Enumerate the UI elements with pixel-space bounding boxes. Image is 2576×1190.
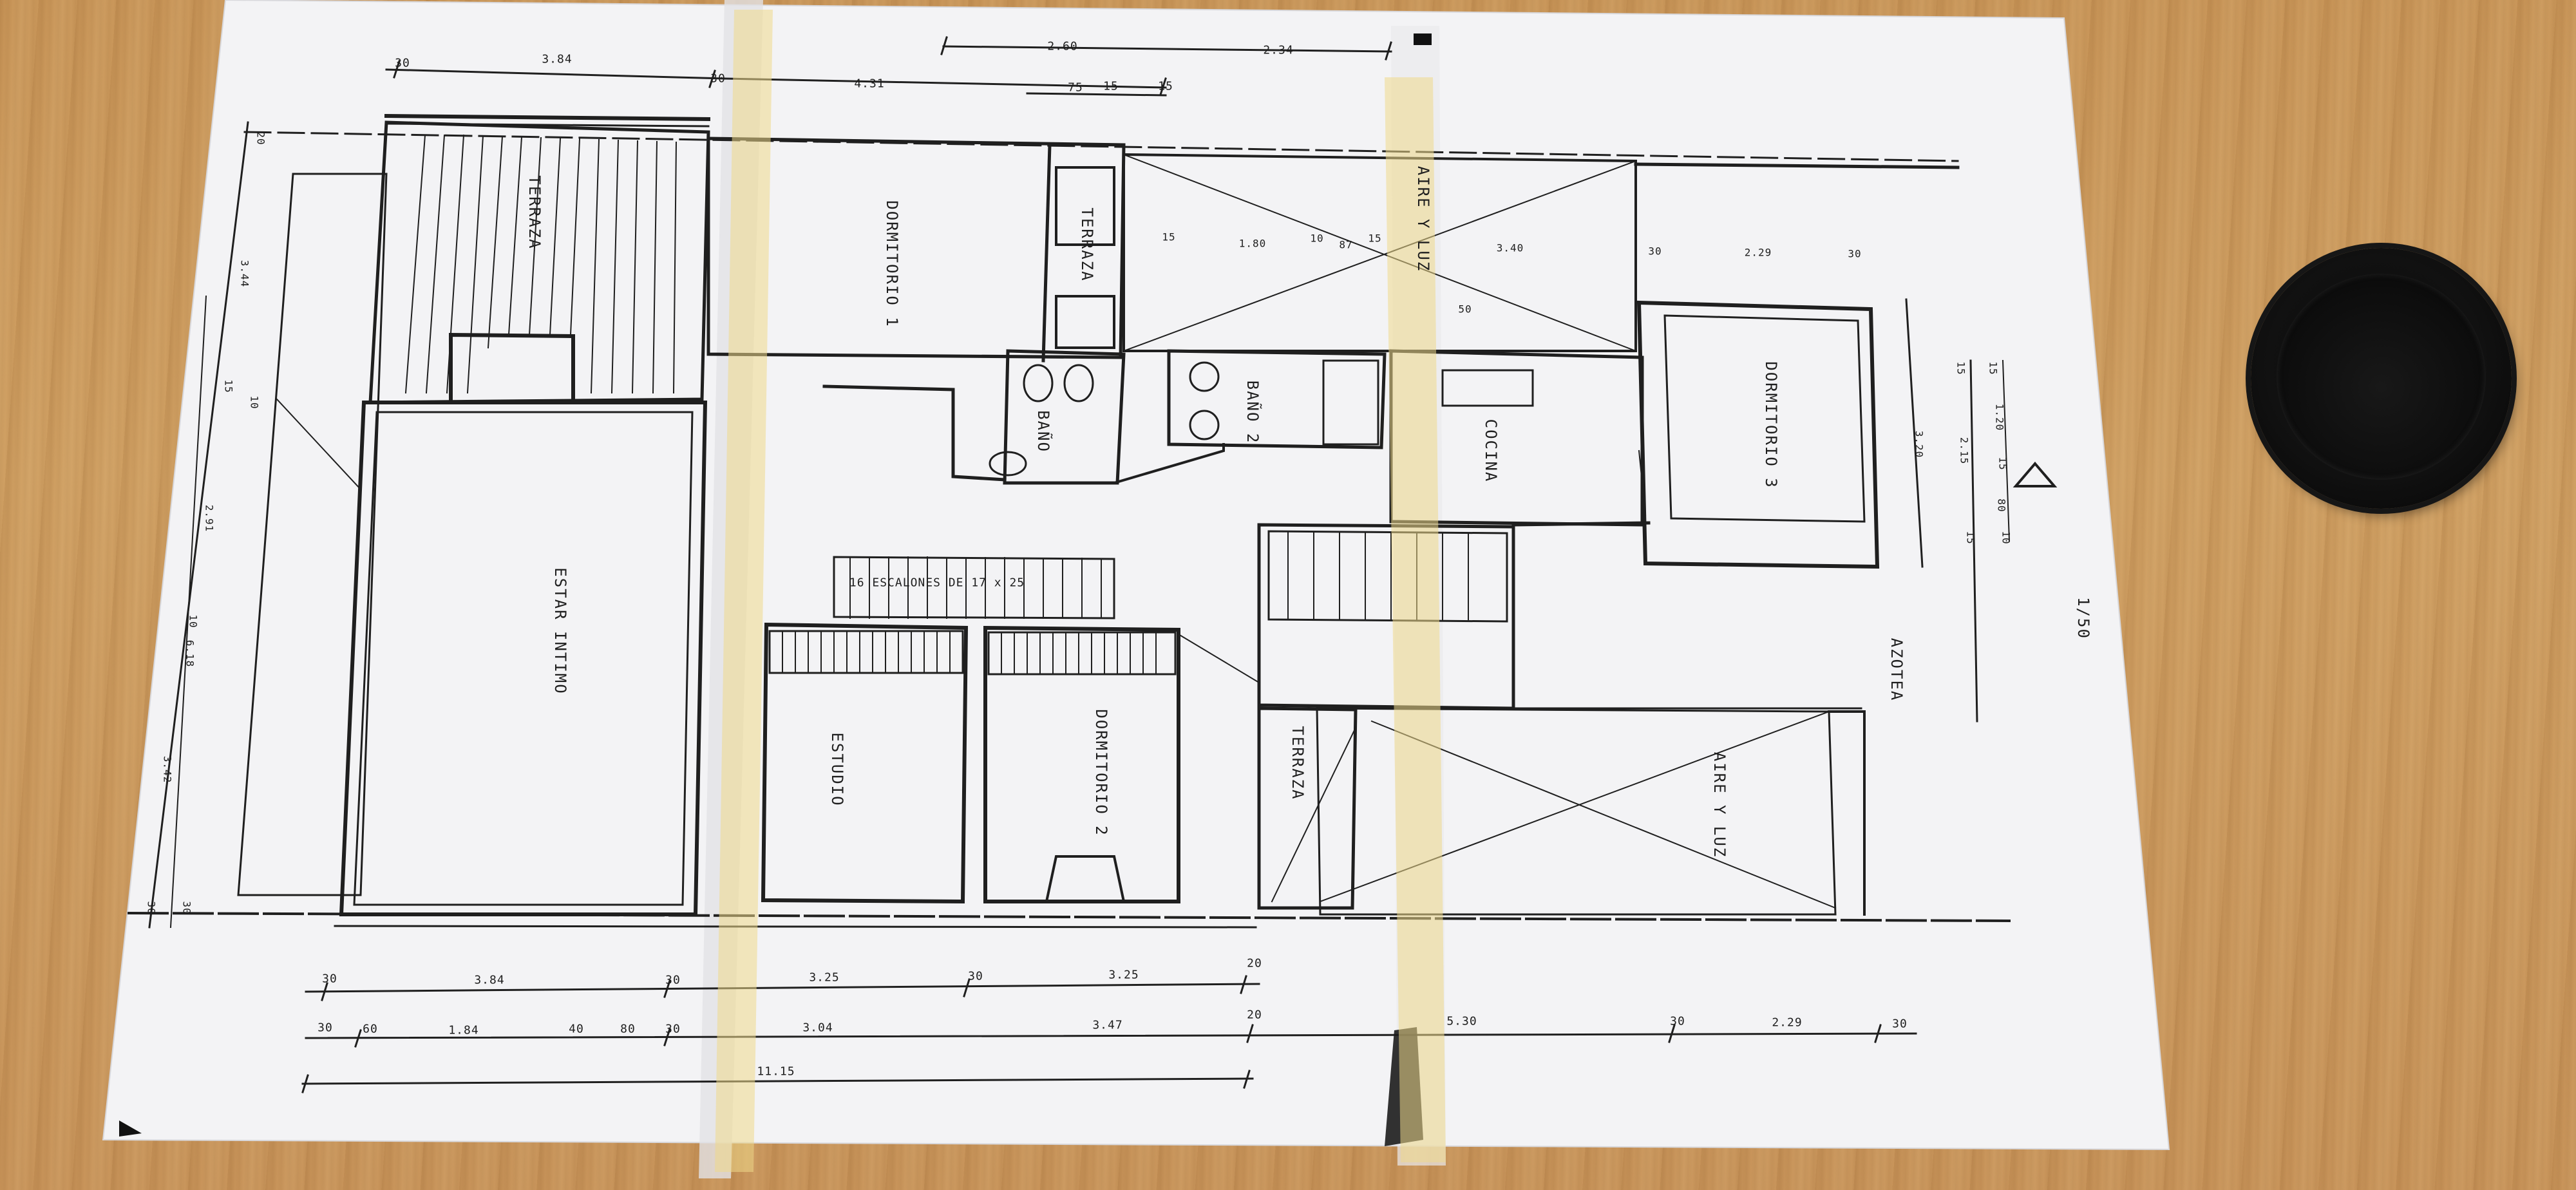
- dim-top-7: 75: [1068, 80, 1083, 95]
- dim-top-1: 30: [395, 56, 410, 70]
- dim-top-6: 2.34: [1263, 43, 1294, 57]
- dim-inner-7: 3.40: [1496, 241, 1524, 254]
- dim-top-3: 30: [710, 71, 726, 86]
- paper: [102, 0, 2170, 1151]
- dim-left-8: 3.42: [161, 755, 174, 784]
- dim-left-7: 6.18: [184, 639, 196, 668]
- room-label-azotea: AZOTEA: [1888, 638, 1906, 702]
- dim-inner-10: 30: [1848, 247, 1862, 260]
- dim-left-3: 15: [222, 379, 235, 393]
- dim-right-4: 1.20: [1993, 403, 2006, 431]
- room-label-terraza-top: TERRAZA: [526, 175, 544, 250]
- dim-left-2: 3.44: [238, 260, 251, 288]
- dim-right-9: 10: [2000, 531, 2012, 545]
- dim-right-2: 2.15: [1958, 437, 1971, 465]
- dim-inner-1: 15: [1162, 231, 1176, 243]
- room-label-dormitorio-3: DORMITORIO 3: [1762, 361, 1780, 489]
- dim-inner-2: 1.80: [1238, 237, 1267, 250]
- dim-inner-5: 15: [1368, 232, 1382, 245]
- scale-label: 1/50: [2074, 597, 2092, 639]
- dim-bottom1-6: 3.25: [1108, 968, 1139, 982]
- stairs-label: 16 ESCALONES DE 17 x 25: [849, 576, 1025, 590]
- dim-bottom2-13: 30: [1892, 1017, 1908, 1031]
- tape-right: [1385, 77, 1446, 1162]
- dim-left-1: 20: [254, 131, 267, 146]
- room-label-bano-1: BAÑO: [1034, 410, 1052, 453]
- dim-top-8: 15: [1103, 79, 1119, 93]
- dim-left-6: 10: [187, 614, 200, 628]
- dim-bottom1-5: 30: [968, 969, 983, 983]
- dim-inner-9: 2.29: [1744, 246, 1772, 259]
- dim-right-1: 3.20: [1913, 430, 1926, 458]
- dim-bottom1-2: 3.84: [474, 973, 505, 987]
- black-round-object: [2251, 248, 2512, 509]
- dim-inner-4: 87: [1339, 238, 1353, 251]
- dim-bottom2-5: 80: [620, 1022, 636, 1036]
- dim-inner-6: 50: [1458, 303, 1472, 316]
- room-label-aire-luz-bottom: AIRE Y LUZ: [1710, 751, 1728, 858]
- dim-top-9: 15: [1158, 79, 1173, 93]
- dim-top-4: 4.31: [854, 77, 885, 91]
- dim-bottom2-11: 30: [1670, 1014, 1685, 1028]
- dim-right-3: 15: [1955, 361, 1967, 375]
- room-label-dormitorio-1: DORMITORIO 1: [883, 200, 901, 328]
- dim-bottom2-12: 2.29: [1772, 1015, 1803, 1030]
- room-label-dormitorio-2: DORMITORIO 2: [1092, 709, 1110, 836]
- dim-bottom2-6: 30: [665, 1022, 681, 1036]
- room-label-aire-luz-top: AIRE Y LUZ: [1414, 165, 1432, 272]
- dim-bottom2-8: 3.47: [1092, 1018, 1123, 1032]
- dim-left-5: 2.91: [203, 504, 216, 533]
- dim-bottom2-10: 5.30: [1446, 1014, 1477, 1028]
- room-label-estar-intimo: ESTAR INTIMO: [551, 567, 569, 695]
- dim-right-5: 15: [1996, 457, 2009, 471]
- dim-top-2: 3.84: [542, 52, 573, 66]
- dim-left-9: 30: [145, 901, 158, 915]
- dim-bottom1-7: 20: [1247, 956, 1262, 970]
- room-label-estudio: ESTUDIO: [828, 732, 846, 807]
- dim-bottom1-3: 30: [665, 973, 681, 987]
- dim-bottom2-4: 40: [569, 1022, 584, 1036]
- dim-top-5: 2.60: [1047, 39, 1078, 53]
- dim-bottom-total: 11.15: [757, 1064, 795, 1079]
- room-label-terraza-bottom: TERRAZA: [1289, 726, 1307, 800]
- dim-bottom1-1: 30: [322, 972, 337, 986]
- dim-right-8: 15: [1964, 531, 1977, 545]
- dim-right-7: 15: [1987, 361, 2000, 375]
- dim-inner-8: 30: [1648, 245, 1662, 258]
- dim-bottom2-1: 30: [317, 1021, 333, 1035]
- room-label-bano-2: BAÑO 2: [1244, 380, 1262, 444]
- dim-right-6: 80: [1995, 498, 2008, 513]
- room-label-terraza-small: TERRAZA: [1078, 207, 1096, 282]
- room-label-cocina: COCINA: [1482, 419, 1500, 483]
- dim-bottom1-4: 3.25: [809, 970, 840, 985]
- tape-left: [715, 10, 773, 1172]
- dim-inner-3: 10: [1310, 232, 1324, 245]
- dim-left-10: 30: [180, 901, 193, 915]
- dim-bottom2-7: 3.04: [802, 1021, 833, 1035]
- dim-bottom2-9: 20: [1247, 1008, 1262, 1022]
- dim-bottom2-3: 1.84: [448, 1023, 479, 1037]
- dim-left-4: 10: [248, 395, 261, 410]
- dim-bottom2-2: 60: [363, 1022, 378, 1036]
